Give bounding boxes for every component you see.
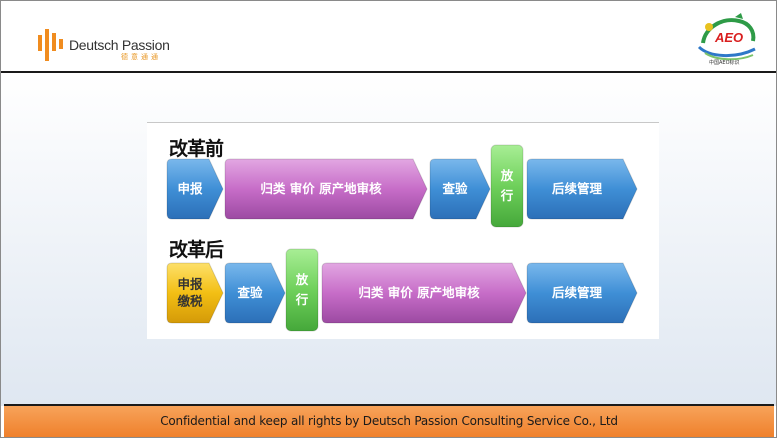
before-step-release-label: 放行 [500,168,514,203]
footer-divider [4,404,774,406]
after-step-declare-pay-label: 申报缴税 [177,277,203,309]
after-title: 改革后 [169,239,224,261]
diagram-top-rule [147,122,659,123]
before-step-release-shape [490,144,524,228]
before-step-declare-shape [166,158,224,220]
after-step-followup-shape [526,262,638,324]
before-step-declare: 申报 [166,158,224,220]
after-step-inspect-shape [224,262,286,324]
after-step-followup-label: 后续管理 [552,285,603,300]
before-step-classify-shape [224,158,428,220]
process-flow: 申报归类 审价 原产地审核查验放行后续管理申报缴税查验放行归类 审价 原产地审核… [166,144,638,332]
logo-bars-icon [38,29,63,61]
header-divider [1,71,776,73]
footer-text: Confidential and keep all rights by Deut… [160,414,618,428]
dragon-icon [697,13,756,61]
after-step-release-shape [285,248,319,332]
header: Deutsch Passion 德意通通 AEO 中国AEO标识 [1,1,776,71]
after-step-release: 放行 [285,248,319,332]
after-step-declare-pay-shape [166,262,224,324]
after-step-release-label: 放行 [295,272,309,307]
aeo-sub: 中国AEO标识 [709,60,740,66]
before-title: 改革前 [169,138,224,160]
before-step-followup-label: 后续管理 [552,181,603,196]
before-step-release: 放行 [490,144,524,228]
aeo-label: AEO [715,30,744,45]
before-step-inspect-shape [429,158,491,220]
before-step-declare-label: 申报 [177,181,203,196]
after-step-declare-pay: 申报缴税 [166,262,224,324]
after-step-classify-shape [321,262,527,324]
after-step-classify-label: 归类 审价 原产地审核 [358,285,480,300]
before-step-followup-shape [526,158,638,220]
before-step-inspect: 查验 [429,158,491,220]
before-step-inspect-label: 查验 [441,181,468,196]
before-step-classify: 归类 审价 原产地审核 [224,158,428,220]
after-step-inspect-label: 查验 [236,285,263,300]
after-step-followup: 后续管理 [526,262,638,324]
after-step-classify: 归类 审价 原产地审核 [321,262,527,324]
process-diagram: 改革前 改革后 申报归类 审价 原产地审核查验放行后续管理申报缴税查验放行归类 … [147,123,659,339]
before-step-followup: 后续管理 [526,158,638,220]
footer: Confidential and keep all rights by Deut… [4,406,774,437]
brand-name: Deutsch Passion [69,37,170,53]
aeo-logo: AEO 中国AEO标识 [695,13,759,69]
before-step-classify-label: 归类 审价 原产地审核 [260,181,382,196]
brand-sub: 德意通通 [121,53,161,61]
deutsch-passion-logo: Deutsch Passion 德意通通 [35,27,185,63]
after-step-inspect: 查验 [224,262,286,324]
